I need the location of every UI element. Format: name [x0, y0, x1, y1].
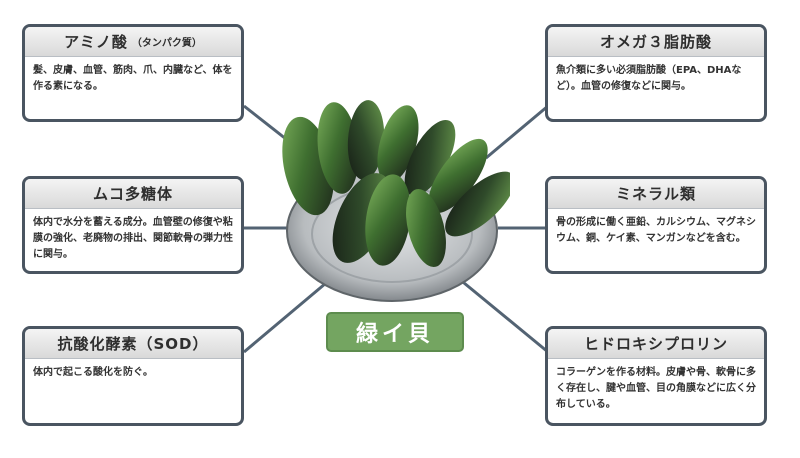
card-title: ヒドロキシプロリン [548, 329, 764, 359]
card-description: 髪、皮膚、血管、筋肉、爪、内臓など、体を作る素になる。 [25, 57, 241, 99]
card-antioxidant-enzyme: 抗酸化酵素（SOD） 体内で起こる酸化を防ぐ。 [22, 326, 244, 426]
card-minerals: ミネラル類 骨の形成に働く亜鉛、カルシウム、マグネシウム、銅、ケイ素、マンガンな… [545, 176, 767, 274]
card-title: 抗酸化酵素（SOD） [25, 329, 241, 359]
card-omega3: オメガ３脂肪酸 魚介類に多い必須脂肪酸（EPA、DHAなど）。血管の修復などに関… [545, 24, 767, 122]
card-title-text: ムコ多糖体 [93, 183, 173, 204]
card-title-text: オメガ３脂肪酸 [600, 31, 712, 52]
card-description: 体内で水分を蓄える成分。血管壁の修復や粘膜の強化、老廃物の排出、関節軟骨の弾力性… [25, 209, 241, 267]
card-amino-acid: アミノ酸 （タンパク質） 髪、皮膚、血管、筋肉、爪、内臓など、体を作る素になる。 [22, 24, 244, 122]
card-subtitle: （タンパク質） [132, 34, 202, 49]
card-title-text: ミネラル類 [616, 183, 696, 204]
card-title-text: ヒドロキシプロリン [584, 333, 728, 354]
card-title: ミネラル類 [548, 179, 764, 209]
card-title: アミノ酸 （タンパク質） [25, 27, 241, 57]
mussel-plate-image [270, 96, 510, 306]
card-hydroxyproline: ヒドロキシプロリン コラーゲンを作る材料。皮膚や骨、軟骨に多く存在し、腱や血管、… [545, 326, 767, 426]
card-title: ムコ多糖体 [25, 179, 241, 209]
card-description: 骨の形成に働く亜鉛、カルシウム、マグネシウム、銅、ケイ素、マンガンなどを含む。 [548, 209, 764, 251]
card-mucopolysaccharide: ムコ多糖体 体内で水分を蓄える成分。血管壁の修復や粘膜の強化、老廃物の排出、関節… [22, 176, 244, 274]
card-description: コラーゲンを作る材料。皮膚や骨、軟骨に多く存在し、腱や血管、目の角膜などに広く分… [548, 359, 764, 417]
center-title-label: 緑イ貝 [326, 312, 464, 352]
card-title: オメガ３脂肪酸 [548, 27, 764, 57]
card-title-text: 抗酸化酵素（SOD） [57, 333, 208, 354]
card-title-text: アミノ酸 [64, 31, 128, 52]
card-description: 魚介類に多い必須脂肪酸（EPA、DHAなど）。血管の修復などに関与。 [548, 57, 764, 99]
card-description: 体内で起こる酸化を防ぐ。 [25, 359, 241, 385]
